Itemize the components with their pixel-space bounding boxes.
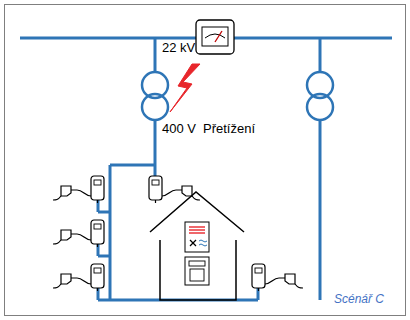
overload-label: Přetížení	[203, 122, 255, 135]
charger-symbol	[53, 176, 303, 291]
meter-symbol	[196, 20, 234, 54]
overload-bolt	[170, 64, 200, 112]
power-lines	[20, 38, 392, 300]
transformer-symbol	[142, 72, 333, 120]
scenario-label: Scénář C	[334, 293, 384, 305]
voltage-label: 400 V	[162, 122, 196, 135]
house-symbol	[150, 192, 244, 300]
voltage-label: 22 kV	[162, 41, 195, 54]
frame	[5, 5, 406, 316]
